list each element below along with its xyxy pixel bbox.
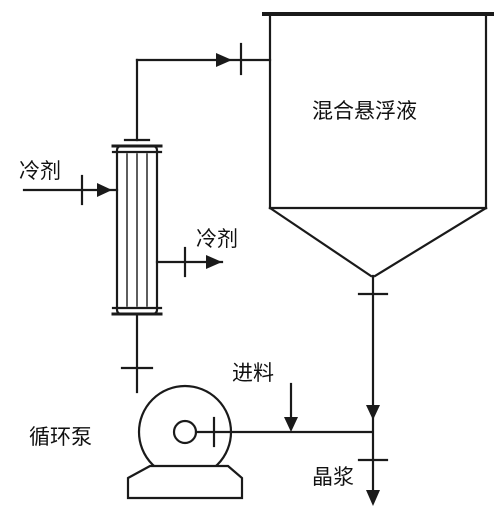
tank-label: 混合悬浮液 bbox=[312, 99, 417, 123]
feed-inlet-pipe bbox=[284, 382, 298, 432]
flow-arrow-icon bbox=[366, 405, 380, 420]
slurry-label: 晶浆 bbox=[312, 465, 354, 489]
return-pipe bbox=[135, 42, 272, 142]
coolant-inlet-pipe bbox=[22, 174, 119, 206]
flow-arrow-icon bbox=[366, 490, 380, 506]
heat-exchanger bbox=[111, 138, 163, 316]
flow-arrow-icon bbox=[97, 183, 112, 197]
pump-label: 循环泵 bbox=[29, 425, 92, 449]
coolant-outlet-pipe bbox=[155, 246, 224, 278]
slurry-outlet-pipe bbox=[357, 274, 389, 506]
flow-arrow-icon bbox=[206, 255, 222, 269]
feed-label: 进料 bbox=[232, 361, 274, 385]
pump-discharge-pipe bbox=[120, 312, 154, 394]
flow-arrow-icon bbox=[216, 53, 232, 67]
coolant-out-label: 冷剂 bbox=[196, 227, 238, 251]
circulation-pump bbox=[126, 384, 374, 500]
flow-arrow-icon bbox=[284, 417, 298, 432]
coolant-in-label: 冷剂 bbox=[19, 159, 61, 183]
crystallizer-tank bbox=[262, 12, 494, 278]
